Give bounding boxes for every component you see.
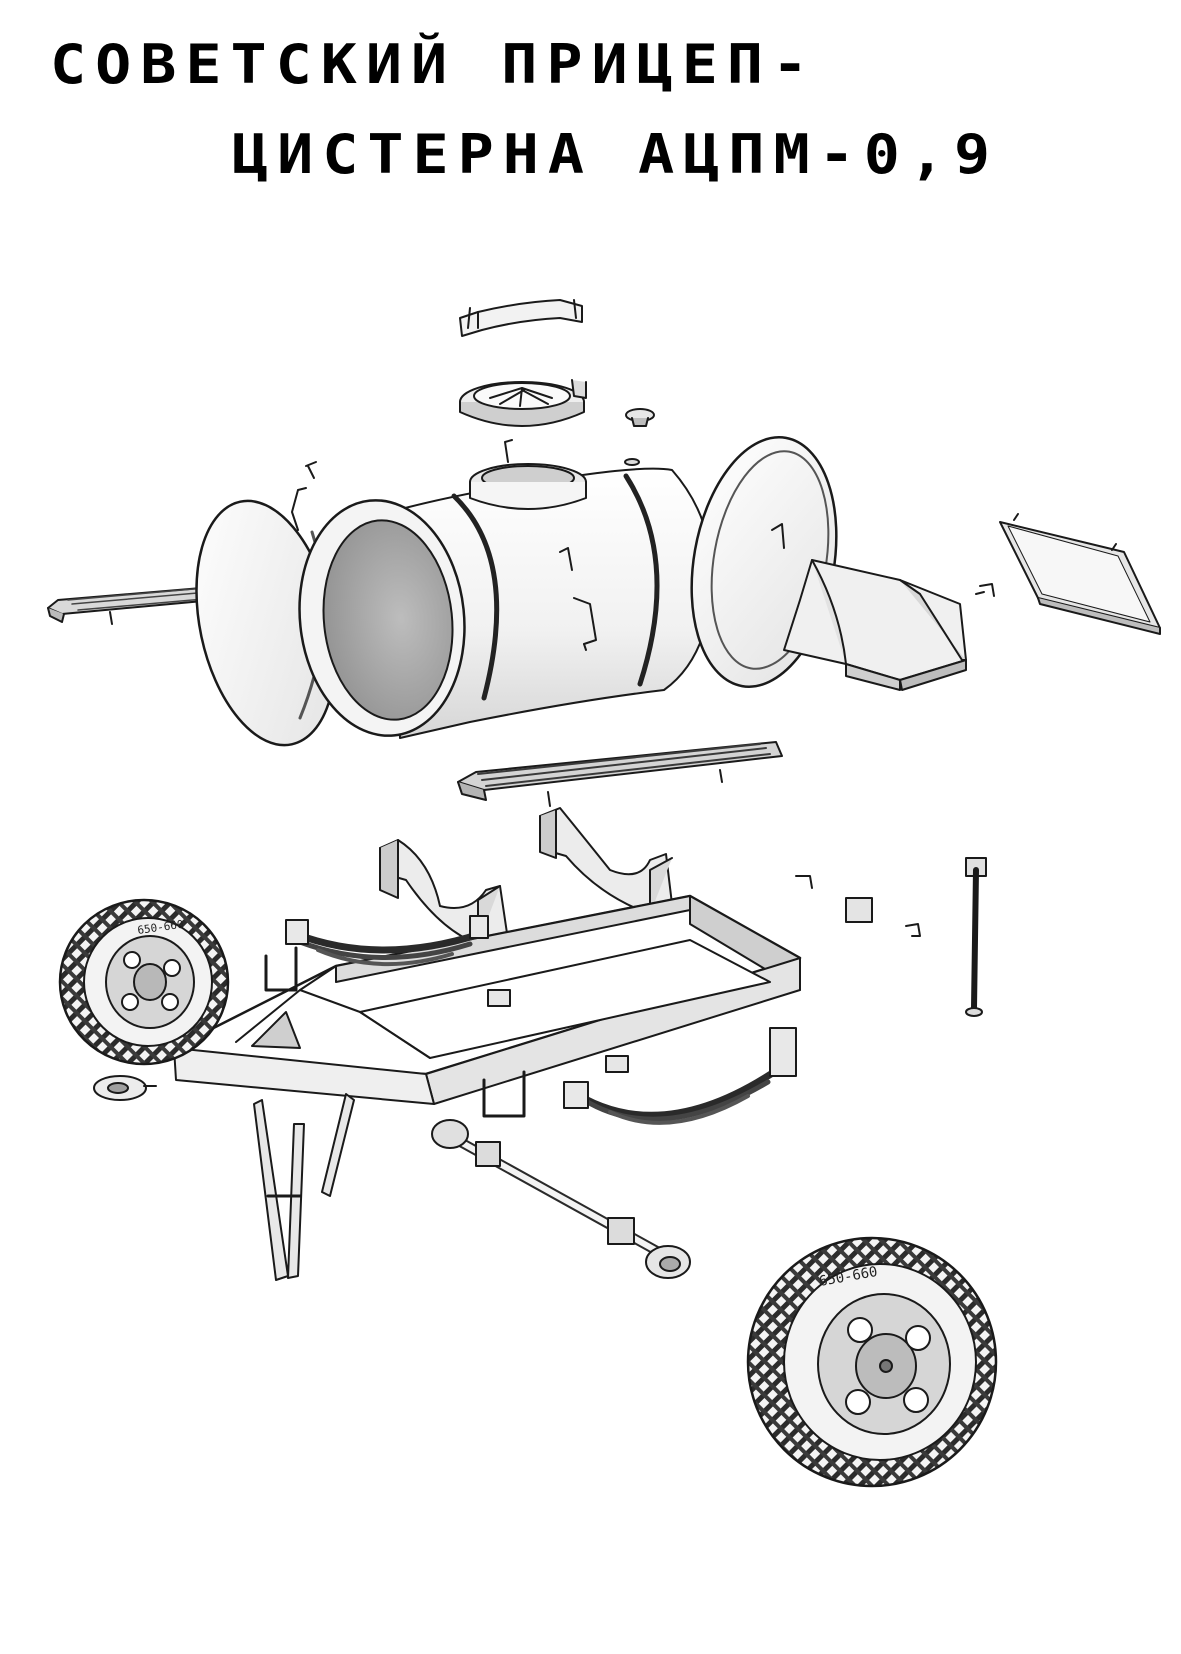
hatch-handle (459, 299, 583, 337)
wheel-left (58, 898, 230, 1066)
clip-top (504, 439, 513, 463)
tire-text-left: 650-660 (137, 918, 185, 937)
jack-leg (253, 1099, 305, 1281)
frame-block-2 (605, 1055, 629, 1073)
tank-saddle-right (539, 807, 673, 915)
clip-left-upper (305, 461, 317, 479)
small-cap (625, 408, 655, 427)
filler-hatch-lid (459, 379, 587, 427)
trailer-frame (172, 894, 802, 1105)
center-step-plate (457, 741, 783, 807)
support-stand (965, 857, 987, 1017)
frame-block-1 (487, 989, 511, 1007)
axle (431, 1119, 691, 1279)
clip-left-lower (291, 487, 307, 531)
leaf-spring-right (563, 1027, 797, 1125)
title-line-2: цистерна АЦПМ-0,9 (232, 123, 1000, 187)
drawbar-eye (93, 1075, 157, 1101)
leaf-spring-left (285, 915, 489, 966)
u-bolt-center (482, 1070, 526, 1118)
clip-right (975, 583, 995, 597)
title-line-1: Советский прицеп- (50, 33, 818, 97)
right-cover-panel (999, 513, 1161, 635)
tank-body (298, 458, 714, 739)
rear-box-housing (783, 559, 967, 691)
jack-strut (321, 1093, 355, 1197)
u-bolt-left (264, 946, 298, 992)
wheel-right (746, 1236, 998, 1488)
bracket-parts (795, 875, 921, 937)
